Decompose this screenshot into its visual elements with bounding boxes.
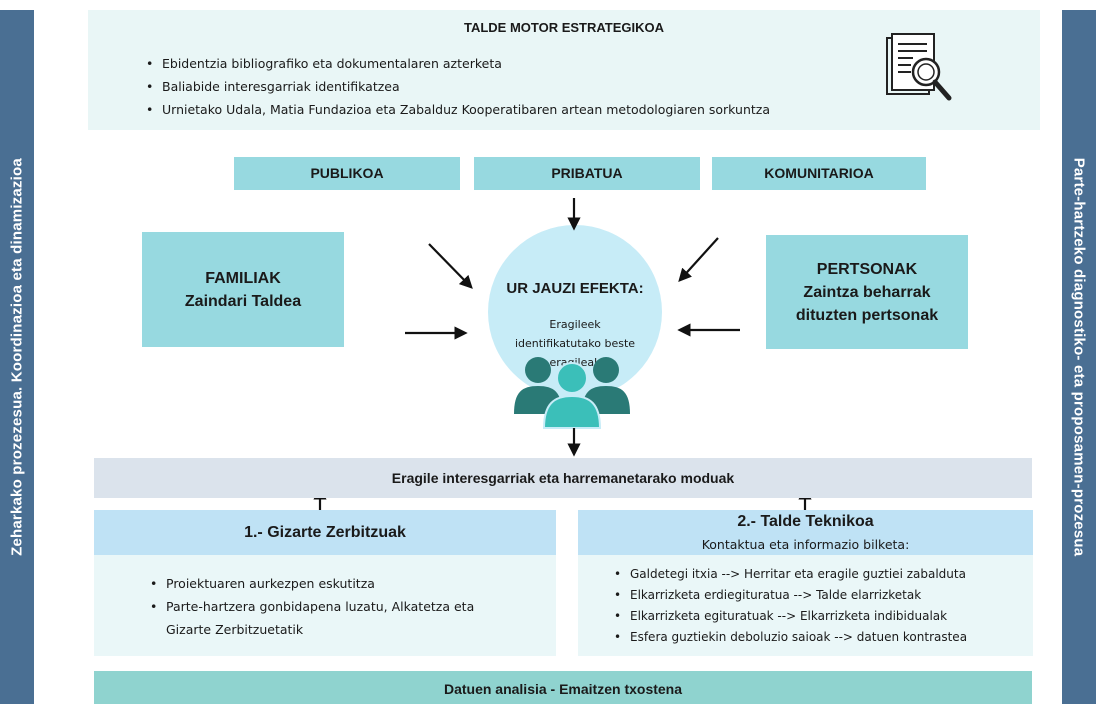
talde-teknikoa-list: Galdetegi itxia --> Herritar eta eragile…	[614, 564, 967, 648]
talde-teknikoa-subtitle: Kontaktua eta informazio bilketa:	[701, 537, 910, 552]
people-group-icon	[514, 357, 630, 429]
arrow-diag-komunitarioa	[678, 237, 719, 282]
list-item: Ebidentzia bibliografiko eta dokumentala…	[146, 52, 770, 75]
right-side-band: Parte-hartzeko diagnostiko- eta proposam…	[1062, 10, 1096, 704]
datuen-analisia-footer: Datuen analisia - Emaitzen txostena	[94, 671, 1032, 704]
pertsonak-line3: dituzten pertsonak	[795, 306, 939, 324]
tag-komunitarioa: KOMUNITARIOA	[712, 157, 926, 190]
talde-teknikoa-header: 2.- Talde Teknikoa Kontaktua eta informa…	[578, 510, 1033, 555]
pertsonak-line2: Zaintza beharrak	[803, 283, 931, 301]
talde-motor-list: Ebidentzia bibliografiko eta dokumentala…	[146, 52, 770, 121]
gizarte-zerbitzuak-body: Proiektuaren aurkezpen eskutitza Parte-h…	[94, 555, 556, 656]
list-item: Baliabide interesgarriak identifikatzea	[146, 75, 770, 98]
gizarte-zerbitzuak-list: Proiektuaren aurkezpen eskutitza Parte-h…	[150, 572, 511, 641]
document-search-icon	[886, 33, 952, 101]
gizarte-zerbitzuak-header: 1.- Gizarte Zerbitzuak	[94, 510, 556, 555]
arrow-diag-publikoa	[428, 243, 473, 289]
talde-teknikoa-title: 2.- Talde Teknikoa	[737, 513, 874, 530]
familiak-box: FAMILIAK Zaindari Taldea	[142, 232, 344, 347]
list-item: Urnietako Udala, Matia Fundazioa eta Zab…	[146, 98, 770, 121]
talde-motor-box: TALDE MOTOR ESTRATEGIKOA Ebidentzia bibl…	[88, 10, 1040, 130]
list-item: Elkarrizketa egituratuak --> Elkarrizket…	[614, 606, 967, 627]
pertsonak-title: PERTSONAK	[816, 260, 918, 278]
talde-motor-title: TALDE MOTOR ESTRATEGIKOA	[463, 20, 665, 35]
pertsonak-box: PERTSONAK Zaintza beharrak dituzten pert…	[766, 235, 968, 349]
list-item: Galdetegi itxia --> Herritar eta eragile…	[614, 564, 967, 585]
familiak-subtitle: Zaindari Taldea	[184, 292, 302, 310]
list-item: Parte-hartzera gonbidapena luzatu, Alkat…	[150, 595, 511, 641]
list-item: Elkarrizketa erdiegituratua --> Talde el…	[614, 585, 967, 606]
eragile-bar: Eragile interesgarriak eta harremanetara…	[94, 458, 1032, 498]
familiak-title: FAMILIAK	[205, 269, 281, 287]
tag-publikoa: PUBLIKOA	[234, 157, 460, 190]
list-item: Proiektuaren aurkezpen eskutitza	[150, 572, 511, 595]
list-item: Esfera guztiekin deboluzio saioak --> da…	[614, 627, 967, 648]
tag-pribatua: PRIBATUA	[474, 157, 700, 190]
ur-jauzi-title: UR JAUZI EFEKTA:	[506, 280, 644, 297]
left-side-band: Zeharkako prozezesua. Koordinazioa eta d…	[0, 10, 34, 704]
talde-teknikoa-body: Galdetegi itxia --> Herritar eta eragile…	[578, 555, 1033, 656]
